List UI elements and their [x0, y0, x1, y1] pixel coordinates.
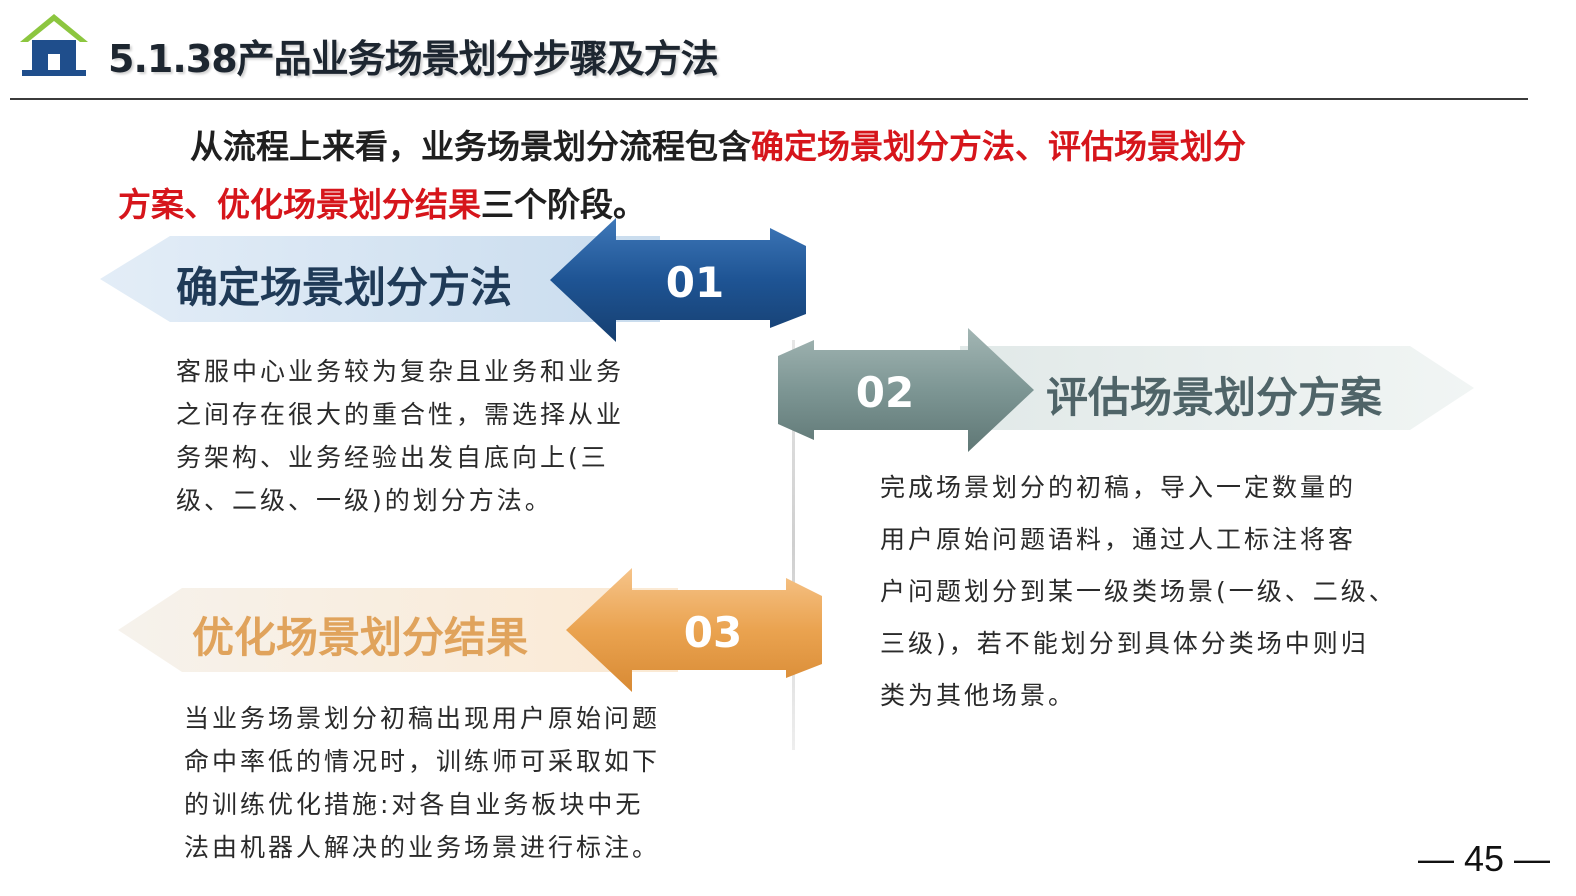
stage-3-number: 03: [683, 608, 743, 657]
description-line: 命中率低的情况时，训练师可采取如下: [184, 747, 661, 776]
stage-1-arrow: [550, 218, 808, 346]
description-line: 完成场景划分的初稿，导入一定数量的: [880, 473, 1357, 502]
description-line: 之间存在很大的重合性，需选择从业: [176, 400, 625, 429]
stage-3-description: 当业务场景划分初稿出现用户原始问题 命中率低的情况时，训练师可采取如下 的训练优…: [184, 697, 660, 869]
description-line: 法由机器人解决的业务场景进行标注。: [184, 833, 661, 862]
description-line: 务架构、业务经验出发自底向上(三: [176, 443, 609, 472]
stage-2-description: 完成场景划分的初稿，导入一定数量的 用户原始问题语料，通过人工标注将客 户问题划…: [880, 462, 1397, 722]
description-line: 户问题划分到某一级类场景(一级、二级、: [880, 577, 1397, 606]
description-line: 当业务场景划分初稿出现用户原始问题: [184, 704, 661, 733]
description-line: 三级)，若不能划分到具体分类场中则归: [880, 629, 1369, 658]
stage-1-banner: [100, 236, 660, 322]
page-number: — 45 —: [1418, 838, 1551, 879]
description-line: 级、二级、一级)的划分方法。: [176, 486, 553, 515]
stage-2-title: 评估场景划分方案: [1046, 373, 1383, 422]
intro-paragraph: 从流程上来看，业务场景划分流程包含确定场景划分方法、评估场景划分 方案、优化场景…: [118, 118, 1408, 234]
page-title: 5.1.38产品业务场景划分步骤及方法: [108, 37, 719, 81]
intro-highlight: 方案、优化场景划分结果: [118, 185, 481, 224]
stage-2-number: 02: [855, 368, 915, 417]
intro-highlight: 确定场景划分方法、评估场景划分: [751, 127, 1246, 166]
timeline-divider: [792, 340, 795, 750]
stage-2-arrow: [776, 328, 1034, 456]
description-line: 的训练优化措施:对各自业务板块中无: [184, 790, 644, 819]
description-line: 用户原始问题语料，通过人工标注将客: [880, 525, 1357, 554]
stage-1-description: 客服中心业务较为复杂且业务和业务 之间存在很大的重合性，需选择从业 务架构、业务…: [176, 350, 624, 522]
description-line: 类为其他场景。: [880, 681, 1077, 710]
stage-1-number: 01: [665, 258, 725, 307]
description-line: 客服中心业务较为复杂且业务和业务: [176, 357, 625, 386]
house-icon: [18, 12, 90, 78]
intro-text: 从流程上来看，业务场景划分流程包含: [190, 127, 751, 166]
stage-3-arrow: [566, 568, 824, 696]
stage-3-title: 优化场景划分结果: [192, 613, 529, 662]
stage-3-banner: [118, 588, 678, 672]
intro-text: 三个阶段。: [481, 185, 646, 224]
title-divider: [10, 98, 1528, 100]
stage-1-title: 确定场景划分方法: [176, 263, 513, 312]
stage-2-banner: [960, 346, 1474, 430]
